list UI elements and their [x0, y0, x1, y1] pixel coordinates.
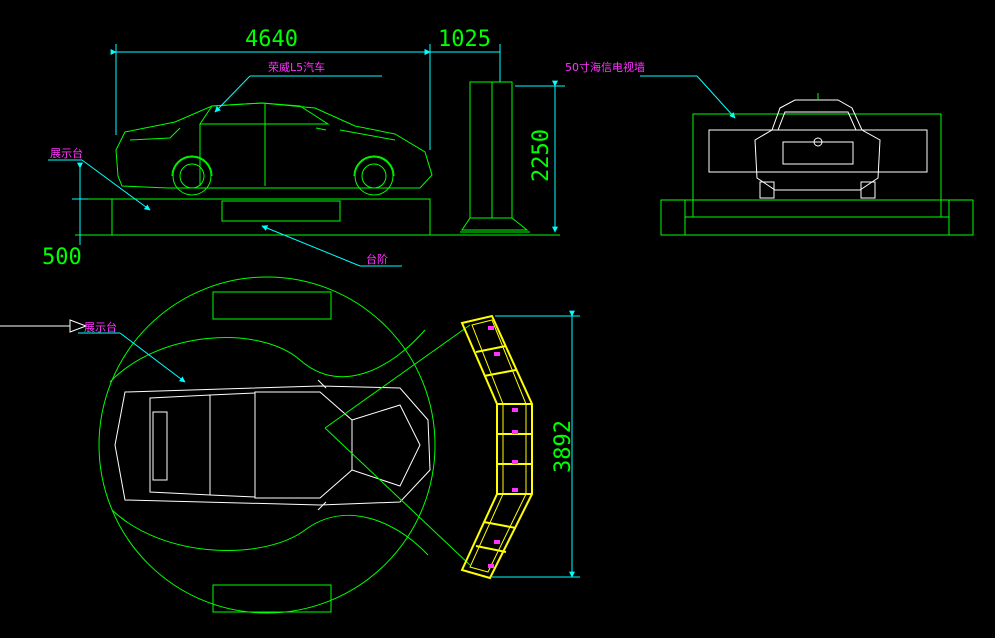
- platform-step: [221, 200, 341, 222]
- plan-block-top: [212, 291, 332, 320]
- car-side-view: [115, 102, 433, 196]
- side-elevation: [48, 44, 565, 267]
- wall-markers: [488, 326, 518, 568]
- video-wall-side: [460, 81, 530, 233]
- dimension-labels: 4640 1025 2250 500 3892: [42, 27, 576, 473]
- display-platform: [111, 198, 431, 236]
- label-display-stand-plan: 展示台: [84, 320, 117, 334]
- plan-view: [0, 276, 580, 614]
- front-elevation: [640, 75, 974, 236]
- dim-wall-span: 3892: [551, 420, 576, 473]
- plan-block-bottom: [212, 584, 332, 613]
- label-video-wall: 50寸海信电视墙: [565, 60, 645, 74]
- video-wall-screen: [708, 129, 928, 173]
- annotation-labels: 荣威L5汽车 展示台 台阶 50寸海信电视墙 展示台: [50, 60, 645, 334]
- dim-platform-height: 500: [42, 245, 82, 270]
- turntable-circle: [98, 276, 436, 614]
- car-top-view: [114, 379, 431, 511]
- dim-wall-height: 2250: [529, 129, 554, 182]
- label-display-stand: 展示台: [50, 146, 83, 160]
- label-car-model: 荣威L5汽车: [268, 60, 325, 74]
- dimension-lines-side: [48, 44, 565, 267]
- label-stage: 台阶: [366, 252, 388, 266]
- dim-car-length: 4640: [245, 27, 298, 52]
- chevron-video-wall: [460, 314, 533, 580]
- front-platform: [660, 199, 974, 236]
- dim-gap: 1025: [438, 27, 491, 52]
- video-wall-frame: [692, 113, 942, 218]
- car-rear-view: [754, 99, 881, 199]
